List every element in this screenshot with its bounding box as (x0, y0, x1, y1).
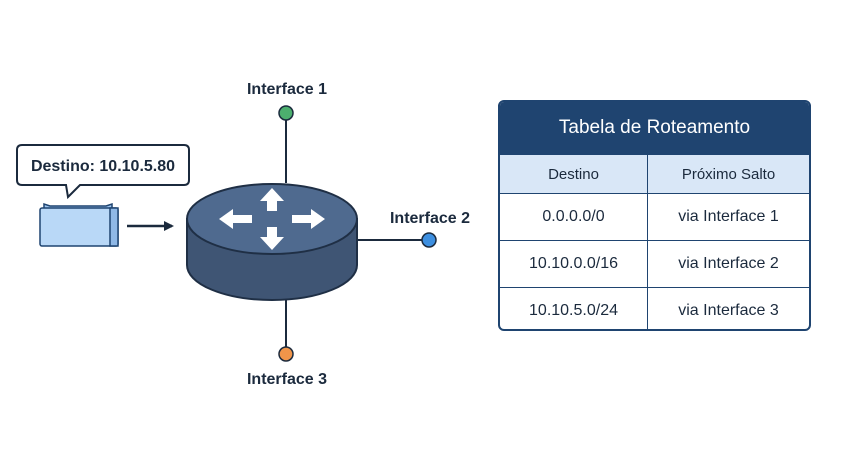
table-row: 10.10.0.0/16 via Interface 2 (500, 241, 809, 288)
interface-3-dot (278, 346, 294, 362)
router-arrows-icon (219, 188, 325, 250)
destination-bubble: Destino: 10.10.5.80 (16, 144, 190, 200)
routing-table-header-row: Destino Próximo Salto (500, 155, 809, 194)
interface-2-dot (421, 232, 437, 248)
router-icon (186, 183, 358, 301)
destination-cell: 0.0.0.0/0 (500, 194, 648, 240)
interface-1-dot (278, 105, 294, 121)
interface-1-label: Interface 1 (247, 81, 327, 98)
destination-cell: 10.10.5.0/24 (500, 288, 648, 329)
column-header-next-hop: Próximo Salto (681, 165, 776, 183)
next-hop-cell: via Interface 3 (678, 302, 779, 319)
next-hop-cell: via Interface 1 (678, 208, 779, 225)
table-row: 0.0.0.0/0 via Interface 1 (500, 194, 809, 241)
column-header-destination: Destino (500, 155, 648, 193)
packet-icon (39, 202, 119, 247)
routing-table: Tabela de Roteamento Destino Próximo Sal… (498, 100, 811, 331)
interface-3-label: Interface 3 (247, 371, 327, 388)
table-row: 10.10.5.0/24 via Interface 3 (500, 288, 809, 329)
destination-bubble-text: Destino: 10.10.5.80 (31, 158, 175, 175)
next-hop-cell: via Interface 2 (678, 255, 779, 272)
destination-cell: 10.10.0.0/16 (500, 241, 648, 287)
interface-2-label: Interface 2 (390, 210, 470, 227)
routing-table-title: Tabela de Roteamento (500, 102, 809, 155)
